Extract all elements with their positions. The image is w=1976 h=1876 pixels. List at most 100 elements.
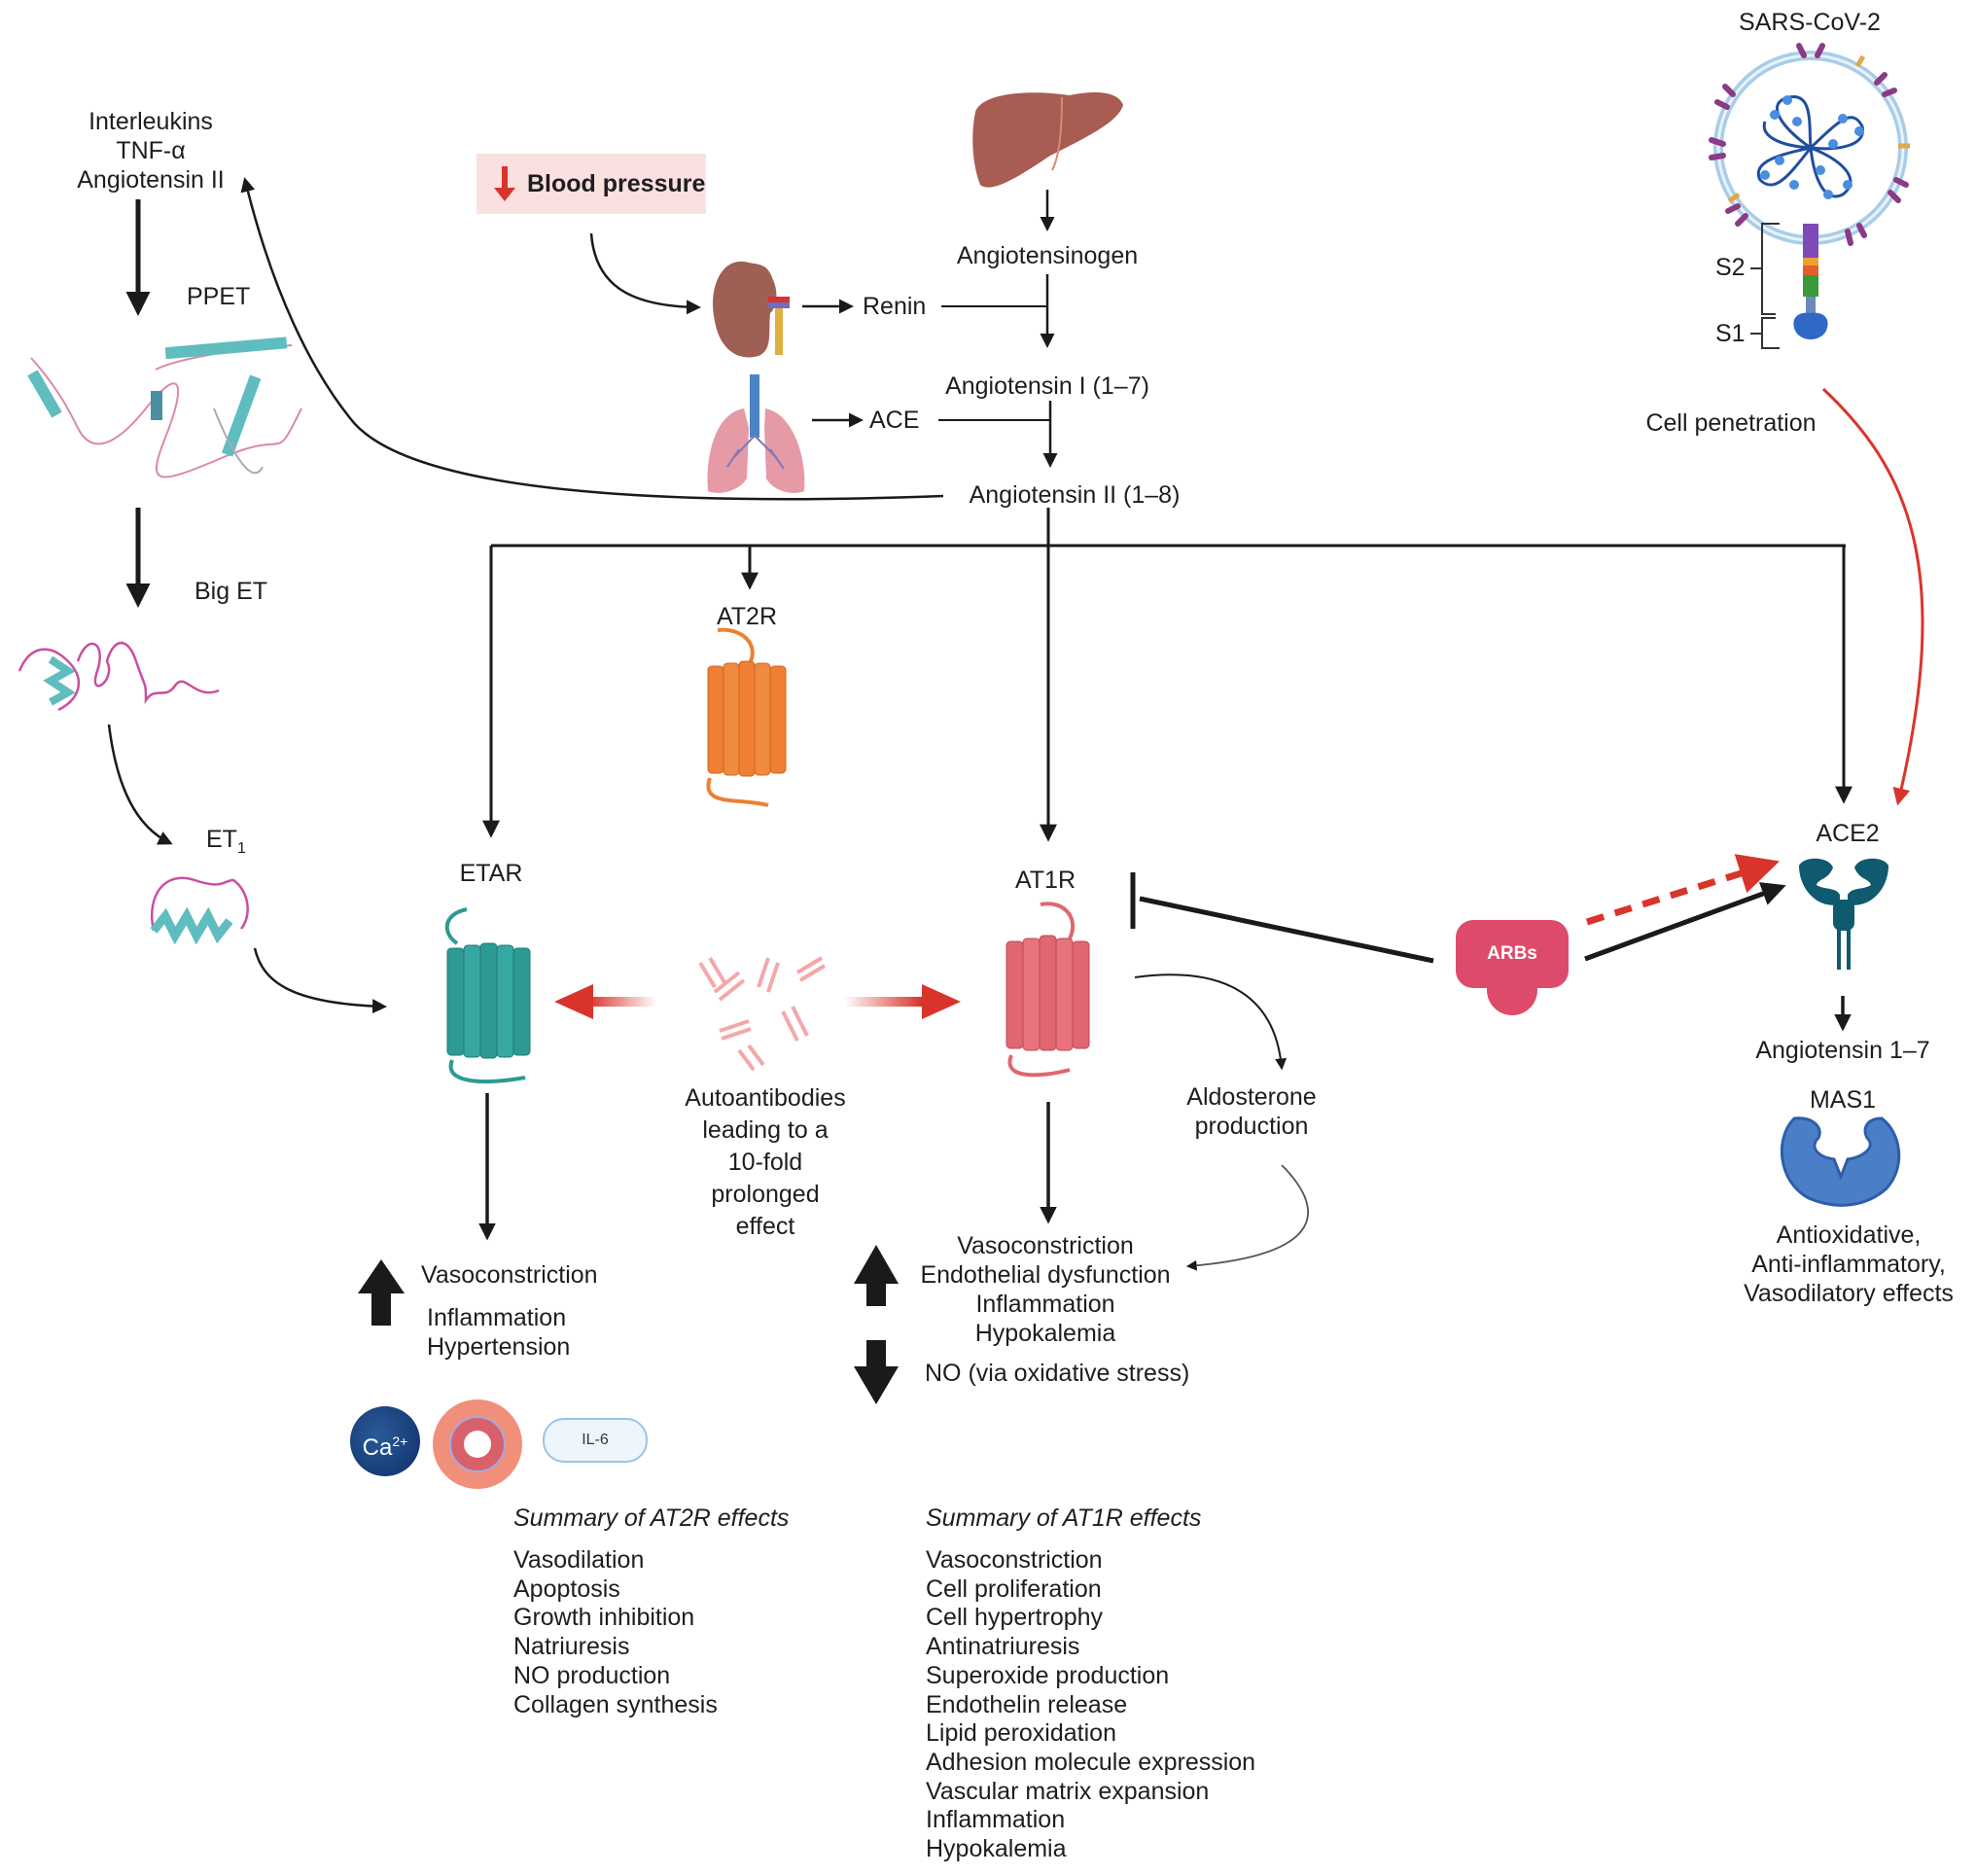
blood-pressure-box: Blood pressure <box>476 154 706 214</box>
mas1-receptor-icon <box>1781 1116 1901 1207</box>
aldosterone-production-label: Aldosterone production <box>1186 1082 1316 1141</box>
at2r-summary-title: Summary of AT2R effects <box>513 1504 790 1532</box>
et1-label: ET1 <box>206 825 246 864</box>
effect-line: Inflammation <box>427 1304 567 1331</box>
mas1-label: MAS1 <box>1809 1086 1877 1114</box>
etar-increase-arrow-icon <box>358 1259 405 1326</box>
spike-domain-brackets <box>1750 223 1780 349</box>
interleukins-label: Interleukins <box>88 108 213 135</box>
angiotensin-i-label: Angiotensin I (1–7) <box>945 372 1149 400</box>
et1-subscript: 1 <box>236 840 246 857</box>
effect-line: Vasodilatory effects <box>1744 1280 1954 1307</box>
at2r-label: AT2R <box>716 603 778 630</box>
at1r-increase-arrow-icon <box>854 1245 899 1306</box>
at2r-summary-list: Vasodilation Apoptosis Growth inhibition… <box>513 1546 718 1719</box>
summary-item: Superoxide production <box>926 1661 1170 1689</box>
at2r-receptor-icon <box>706 627 787 807</box>
at1r-summary-title: Summary of AT1R effects <box>926 1504 1202 1532</box>
arbs-inhibits-at1r <box>1130 872 1434 964</box>
effect-line: Hypertension <box>427 1333 571 1361</box>
effect-line: Vasoconstriction <box>957 1232 1134 1259</box>
decrease-arrow-icon <box>494 166 515 201</box>
text-line: prolonged <box>711 1181 820 1208</box>
ace2-label: ACE2 <box>1816 820 1880 847</box>
summary-item: Vasoconstriction <box>926 1546 1103 1574</box>
angiotensin-1-7-label: Angiotensin 1–7 <box>1755 1037 1930 1064</box>
arbs-label: ARBs <box>1487 943 1537 964</box>
at1r-effect-no-decrease: NO (via oxidative stress) <box>925 1360 1190 1387</box>
blood-vessel-icon <box>433 1399 522 1489</box>
arbs-to-ace2-dashed-red-arrow <box>1585 854 1781 926</box>
effect-line: Antioxidative, <box>1776 1221 1922 1249</box>
summary-item: Inflammation <box>926 1806 1066 1834</box>
summary-item: Endothelin release <box>926 1690 1128 1718</box>
calcium-charge: 2+ <box>392 1434 408 1449</box>
tnf-alpha-label: TNF-α <box>116 137 186 164</box>
arbs-drug-icon <box>1456 920 1569 1015</box>
text-line: 10-fold <box>727 1149 803 1176</box>
summary-item: Cell hypertrophy <box>926 1604 1104 1632</box>
effect-line: Hypokalemia <box>974 1320 1116 1347</box>
kidney-icon <box>713 261 790 358</box>
at1r-label: AT1R <box>1014 867 1076 894</box>
ace-label: ACE <box>869 407 920 434</box>
et1-peptide-structure <box>150 876 249 945</box>
calcium-symbol: Ca <box>362 1434 393 1461</box>
cell-penetration-label: Cell penetration <box>1645 409 1817 437</box>
summary-item: NO production <box>513 1661 671 1689</box>
liver-icon <box>972 92 1123 188</box>
autoantibody-to-etar-red-arrow-shaft <box>588 997 656 1007</box>
inflammatory-inputs-label: Interleukins TNF-α Angiotensin II <box>77 107 225 195</box>
blood-pressure-label: Blood pressure <box>527 169 706 197</box>
autoantibody-to-at1r-red-arrow-shaft <box>844 997 922 1007</box>
autoantibodies-label: Autoantibodies leading to a 10-fold prol… <box>685 1082 845 1243</box>
summary-item: Natriuresis <box>513 1633 630 1661</box>
autoantibodies-icon <box>698 956 827 1072</box>
calcium-ion-icon: Ca2+ <box>350 1406 420 1476</box>
autoantibody-to-at1r-red-arrowhead <box>922 984 961 1019</box>
summary-item: Lipid peroxidation <box>926 1719 1116 1748</box>
big-et-to-et1-arrow <box>107 724 173 845</box>
renin-label: Renin <box>863 293 927 320</box>
text-line: leading to a <box>702 1116 829 1144</box>
ace2-receptor-icon <box>1799 858 1888 970</box>
summary-item: Cell proliferation <box>926 1575 1102 1603</box>
at1r-to-aldosterone-arrow <box>1134 973 1288 1071</box>
mas1-effects-label: Antioxidative, Anti-inflammatory, Vasodi… <box>1744 1221 1954 1308</box>
effect-line: Anti-inflammatory, <box>1751 1251 1946 1278</box>
summary-item: Antinatriuresis <box>926 1633 1080 1661</box>
effect-line: Endothelial dysfunction <box>920 1261 1171 1289</box>
sars-cov-2-virus-icon <box>1709 43 1910 246</box>
text-line: Aldosterone <box>1186 1083 1317 1111</box>
effect-line: Inflammation <box>975 1291 1115 1318</box>
et1-text: ET <box>206 826 237 853</box>
il-6-icon: IL-6 <box>543 1418 648 1463</box>
summary-item: Collagen synthesis <box>513 1690 718 1718</box>
s1-label: S1 <box>1715 320 1746 347</box>
aldosterone-to-endothelial-dysfunction-arrow <box>1185 1164 1309 1271</box>
autoantibody-to-etar-red-arrowhead <box>554 984 593 1019</box>
summary-item: Hypokalemia <box>926 1835 1067 1863</box>
text-line: production <box>1194 1113 1309 1140</box>
text-line: Autoantibodies <box>685 1084 846 1112</box>
ppet-label: PPET <box>187 283 251 310</box>
cell-penetration-red-arrow <box>1821 387 1924 806</box>
big-et-label: Big ET <box>194 578 268 605</box>
lungs-icon <box>707 374 805 493</box>
angiotensin-ii-distribution-lines <box>482 508 1852 842</box>
spike-protein-icon <box>1793 224 1828 339</box>
etar-effects-list: Inflammation Hypertension <box>427 1303 570 1362</box>
ppet-protein-structure <box>27 336 302 478</box>
etar-label: ETAR <box>459 860 523 887</box>
sars-cov-2-label: SARS-CoV-2 <box>1739 9 1881 36</box>
etar-receptor-icon <box>444 907 531 1083</box>
angiotensin-ii-label: Angiotensin II (1–8) <box>969 481 1181 509</box>
summary-item: Vascular matrix expansion <box>926 1777 1210 1805</box>
et1-to-etar-arrow <box>253 947 387 1014</box>
angiotensinogen-label: Angiotensinogen <box>956 242 1139 269</box>
blood-pressure-to-kidney-arrow <box>589 232 701 315</box>
at1r-decrease-arrow-icon <box>854 1340 899 1404</box>
angiotensin-ii-feedback-arrow <box>240 177 944 501</box>
summary-item: Vasodilation <box>513 1546 645 1574</box>
